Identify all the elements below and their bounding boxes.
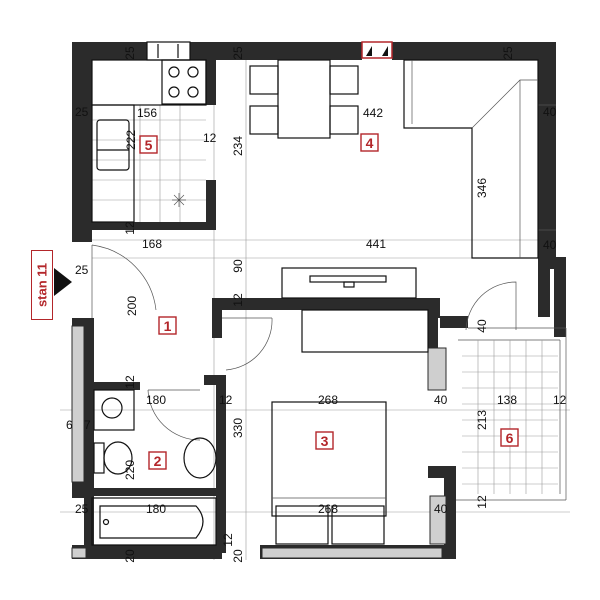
dim-7: 7 <box>84 418 91 432</box>
dim-220: 220 <box>123 460 137 480</box>
windows <box>146 41 556 231</box>
dim-222: 222 <box>124 130 138 150</box>
dim-346: 346 <box>475 178 489 198</box>
dim-25-left-kitchen: 25 <box>75 105 89 119</box>
reference-lines <box>60 48 570 560</box>
dim-40-bed-bottom: 40 <box>434 502 448 516</box>
room-label-4: 4 <box>360 133 379 152</box>
dim-25-bath-bottom: 25 <box>75 502 89 516</box>
unit-label-box: stan 11 <box>31 250 53 320</box>
room-number-2: 2 <box>154 453 162 469</box>
room-number-6: 6 <box>506 430 514 446</box>
dim-12-kitchen: 12 <box>203 131 217 145</box>
dim-12-bed-top: 12 <box>231 293 245 307</box>
walls <box>72 42 566 559</box>
dim-180-top: 180 <box>146 393 166 407</box>
dim-268-bottom: 268 <box>318 502 338 516</box>
room-number-5: 5 <box>145 137 153 153</box>
room-number-3: 3 <box>321 433 329 449</box>
dim-6: 6 <box>66 418 73 432</box>
dim-40-right-top: 40 <box>543 105 557 119</box>
bathroom-fixtures <box>91 389 217 546</box>
dim-20-b: 20 <box>231 549 245 563</box>
room-label-6: 6 <box>500 428 519 447</box>
room-label-2: 2 <box>148 451 167 470</box>
dim-268-top: 268 <box>318 393 338 407</box>
dim-12-balcony-bottom: 12 <box>475 495 489 509</box>
dim-442: 442 <box>363 106 383 120</box>
dim-180-bottom: 180 <box>146 502 166 516</box>
dim-40-bed-right: 40 <box>434 393 448 407</box>
dim-40-balcony: 40 <box>475 319 489 333</box>
dim-138: 138 <box>497 393 517 407</box>
dim-200: 200 <box>125 296 139 316</box>
room-number-1: 1 <box>164 318 172 334</box>
dim-90: 90 <box>231 259 245 273</box>
entrance-arrow-icon <box>54 268 72 296</box>
dim-25-top-a: 25 <box>123 46 137 60</box>
dim-12-kitchen-bottom: 12 <box>123 221 137 235</box>
kitchen-fixtures <box>91 59 207 223</box>
room-number-4: 4 <box>366 135 374 151</box>
dim-441: 441 <box>366 237 386 251</box>
dim-12-bath-bottom: 12 <box>221 533 235 547</box>
room-label-5: 5 <box>139 135 158 154</box>
room-label-1: 1 <box>158 316 177 335</box>
room-label-3: 3 <box>315 431 334 450</box>
dim-25-top-c: 25 <box>501 46 515 60</box>
dim-213: 213 <box>475 410 489 430</box>
dim-234: 234 <box>231 136 245 156</box>
dim-20-a: 20 <box>123 549 137 563</box>
doors <box>91 244 517 441</box>
tv-unit <box>281 267 417 299</box>
dim-12-far-right: 12 <box>553 393 567 407</box>
balcony-railing <box>456 327 567 501</box>
room-labels: 1 2 3 4 5 6 <box>139 133 519 470</box>
dim-12-bath-right: 12 <box>219 393 233 407</box>
dim-330: 330 <box>231 418 245 438</box>
dim-40-right-mid: 40 <box>543 238 557 252</box>
corner-sofa <box>403 59 539 259</box>
dim-12-bath-top: 12 <box>123 375 137 389</box>
balcony-tiles <box>462 340 558 494</box>
dim-25-top-b: 25 <box>231 46 245 60</box>
dim-168: 168 <box>142 237 162 251</box>
dimension-labels: 25 25 25 25 156 222 12 234 442 40 346 12… <box>66 46 567 563</box>
dim-156: 156 <box>137 106 157 120</box>
kitchen-tiles <box>92 105 206 222</box>
hatched-walls <box>71 325 447 559</box>
dim-25-left-hall: 25 <box>75 263 89 277</box>
dining-set <box>249 59 359 139</box>
bedroom-furniture <box>271 309 429 545</box>
